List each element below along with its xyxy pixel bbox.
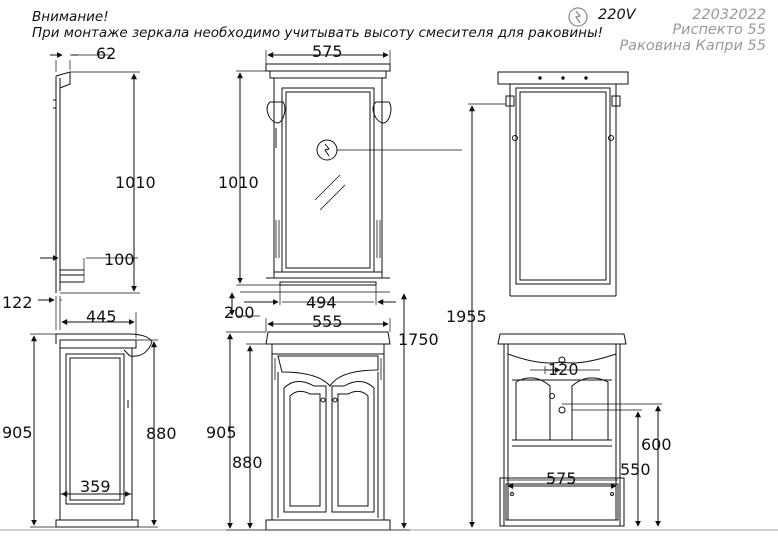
dim-cabinet-height-with-basin-side: 905: [2, 423, 33, 442]
mirror-side-view: [40, 52, 140, 294]
notice-title: Внимание!: [32, 9, 109, 25]
dim-mirror-height-front: 1010: [218, 173, 259, 192]
dim-cabinet-height-front: 880: [232, 453, 263, 472]
dim-cabinet-height-with-basin-front: 905: [206, 423, 237, 442]
notice-text: При монтаже зеркала необходимо учитывать…: [32, 25, 604, 41]
dim-total-height: 1955: [446, 307, 487, 326]
product-name-mirror: Риспекто 55: [672, 22, 766, 38]
dim-mirror-width: 575: [312, 42, 343, 61]
dim-pipe-height-top: 600: [641, 435, 672, 454]
dim-shelf-width: 494: [306, 293, 337, 312]
electric-socket-icon: [568, 7, 588, 27]
mirror-back-view: [468, 71, 629, 528]
dim-gap-above-basin: 200: [224, 303, 255, 322]
dim-cabinet-inner-width: 575: [546, 469, 577, 488]
dim-total-to-basin: 1750: [398, 330, 439, 349]
cabinet-back-view: [497, 333, 662, 527]
dim-mirror-depth: 62: [96, 44, 117, 63]
voltage-label: 220V: [598, 7, 636, 23]
mirror-front-view: [229, 50, 462, 317]
cabinet-side-view: [30, 296, 158, 528]
dim-cabinet-height-side: 880: [146, 424, 177, 443]
dim-drain-offset: 120: [548, 360, 579, 379]
product-code: 22032022: [692, 7, 766, 23]
dim-basin-overhang: 122: [2, 293, 33, 312]
dim-shelf-depth: 100: [104, 250, 135, 269]
dim-cabinet-depth: 445: [86, 307, 117, 326]
dim-door-inner-depth: 359: [80, 477, 111, 496]
product-name-basin: Раковина Капри 55: [619, 38, 766, 54]
dim-pipe-height-bottom: 550: [620, 460, 651, 479]
dim-mirror-height-side: 1010: [115, 173, 156, 192]
dim-basin-width: 555: [312, 312, 343, 331]
cabinet-front-view: [226, 293, 410, 531]
